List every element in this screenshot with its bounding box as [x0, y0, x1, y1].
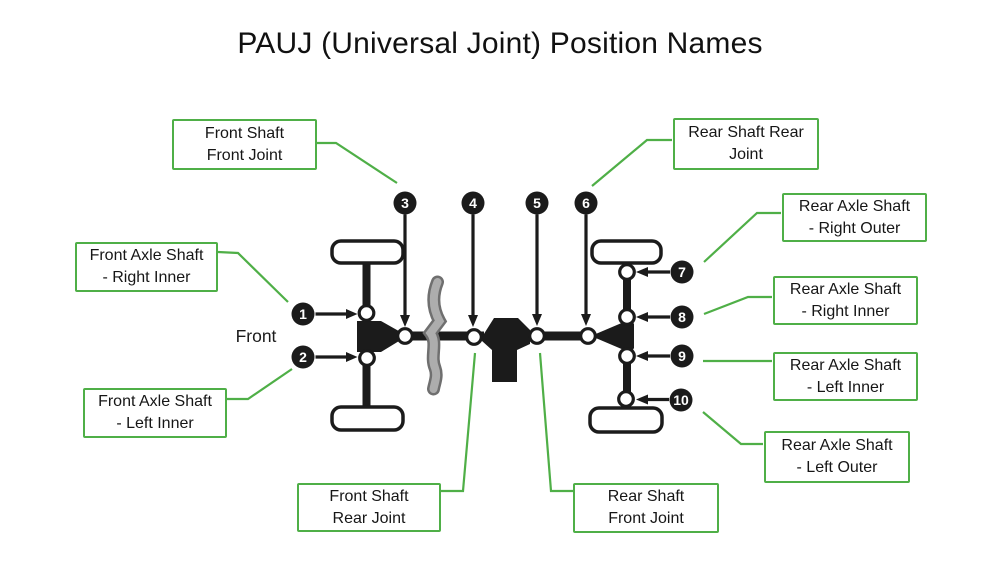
connector-front-axle-right-inner	[217, 250, 289, 303]
page-title: PAUJ (Universal Joint) Position Names	[237, 27, 763, 60]
svg-text:6: 6	[582, 195, 590, 211]
joint-rear-axle-left-inner	[618, 347, 636, 365]
label-line: Rear Shaft Rear	[688, 124, 804, 141]
crossmember-band	[422, 275, 448, 396]
joint-front-axle-right-inner	[357, 304, 376, 322]
label-front-shaft-rear-joint: Front Shaft Rear Joint	[297, 483, 441, 532]
joint-rear-axle-right-outer	[618, 263, 636, 281]
label-line: - Right Inner	[801, 302, 890, 320]
badge-4: 4	[461, 191, 485, 215]
badge-7: 7	[670, 260, 694, 284]
svg-text:8: 8	[678, 309, 686, 325]
label-line: Front Shaft	[329, 487, 409, 505]
number-badges: 1 2 3 4 5 6 7 8 9 10	[291, 191, 694, 412]
label-line: Rear Axle Shaft	[798, 197, 911, 215]
joint-rear-shaft-front	[528, 327, 546, 345]
front-direction-label: Front	[236, 326, 277, 346]
label-line: Rear Axle Shaft	[789, 356, 902, 374]
crossmember-fill	[425, 278, 445, 393]
rear-right-tire	[590, 239, 663, 265]
label-rear-shaft-front-joint: Rear Shaft Front Joint	[573, 483, 719, 533]
label-rear-shaft-rear-joint: Rear Shaft Rear Joint	[673, 118, 819, 170]
front-right-tire	[330, 239, 405, 265]
joint-front-shaft-front	[396, 327, 414, 345]
label-rear-axle-right-inner: Rear Axle Shaft - Right Inner	[773, 276, 918, 325]
label-line: - Right Outer	[808, 219, 901, 237]
label-line: Rear Axle Shaft	[789, 280, 902, 298]
pointer-arrows	[315, 214, 670, 405]
label-line: - Left Inner	[116, 415, 194, 432]
label-rear-axle-right-outer: Rear Axle Shaft - Right Outer	[782, 193, 927, 242]
svg-text:2: 2	[299, 349, 307, 365]
svg-text:10: 10	[673, 392, 689, 408]
joint-front-axle-left-inner	[358, 349, 376, 367]
label-line: Rear Joint	[332, 509, 406, 527]
front-left-tire	[330, 405, 405, 432]
label-line: Joint	[729, 146, 763, 163]
rear-left-tire	[588, 406, 664, 434]
connector-rear-shaft-rear-joint	[591, 138, 672, 187]
joint-rear-shaft-rear	[579, 327, 597, 345]
label-line: Rear Axle Shaft	[781, 437, 893, 454]
connector-rear-shaft-front-joint	[538, 352, 573, 493]
badge-2: 2	[291, 345, 315, 369]
joint-rear-axle-left-outer	[617, 390, 635, 408]
connector-rear-axle-right-outer	[703, 211, 781, 263]
badge-9: 9	[670, 344, 694, 368]
joint-markers	[357, 263, 636, 408]
svg-text:5: 5	[533, 195, 541, 211]
leader-lines	[217, 138, 781, 493]
transfer-case	[482, 318, 530, 382]
svg-text:1: 1	[299, 306, 307, 322]
label-line: Front Joint	[608, 510, 684, 527]
label-front-shaft-front-joint: Front Shaft Front Joint	[172, 119, 317, 170]
label-line: - Left Inner	[806, 378, 885, 396]
label-rear-axle-left-outer: Rear Axle Shaft - Left Outer	[764, 431, 910, 483]
label-line: Front Axle Shaft	[89, 247, 204, 264]
badge-10: 10	[669, 388, 693, 412]
label-line: Front Shaft	[204, 124, 285, 142]
badge-3: 3	[393, 191, 417, 215]
connector-rear-axle-left-outer	[702, 411, 763, 446]
badge-5: 5	[525, 191, 549, 215]
label-front-axle-right-inner: Front Axle Shaft - Right Inner	[75, 242, 218, 292]
svg-text:4: 4	[469, 195, 477, 211]
connector-front-shaft-rear-joint	[440, 352, 477, 493]
badge-8: 8	[670, 305, 694, 329]
label-line: Rear Shaft	[607, 488, 685, 505]
label-line: Front Axle Shaft	[98, 393, 212, 410]
svg-text:3: 3	[401, 195, 409, 211]
front-differential	[357, 321, 404, 352]
label-line: Front Joint	[206, 146, 283, 164]
connector-front-axle-left-inner	[227, 368, 293, 401]
badge-6: 6	[574, 191, 598, 215]
label-front-axle-left-inner: Front Axle Shaft - Left Inner	[83, 388, 227, 438]
svg-text:7: 7	[678, 264, 686, 280]
label-line: - Right Inner	[102, 269, 191, 286]
badge-1: 1	[291, 302, 315, 326]
joint-front-shaft-rear	[465, 328, 483, 346]
rear-differential	[591, 319, 634, 353]
svg-text:9: 9	[678, 348, 686, 364]
connector-rear-axle-right-inner	[703, 295, 772, 316]
label-rear-axle-left-inner: Rear Axle Shaft - Left Inner	[773, 352, 918, 401]
joint-rear-axle-right-inner	[618, 308, 636, 326]
label-line: - Left Outer	[796, 459, 878, 476]
connector-front-shaft-front-joint	[316, 141, 398, 184]
